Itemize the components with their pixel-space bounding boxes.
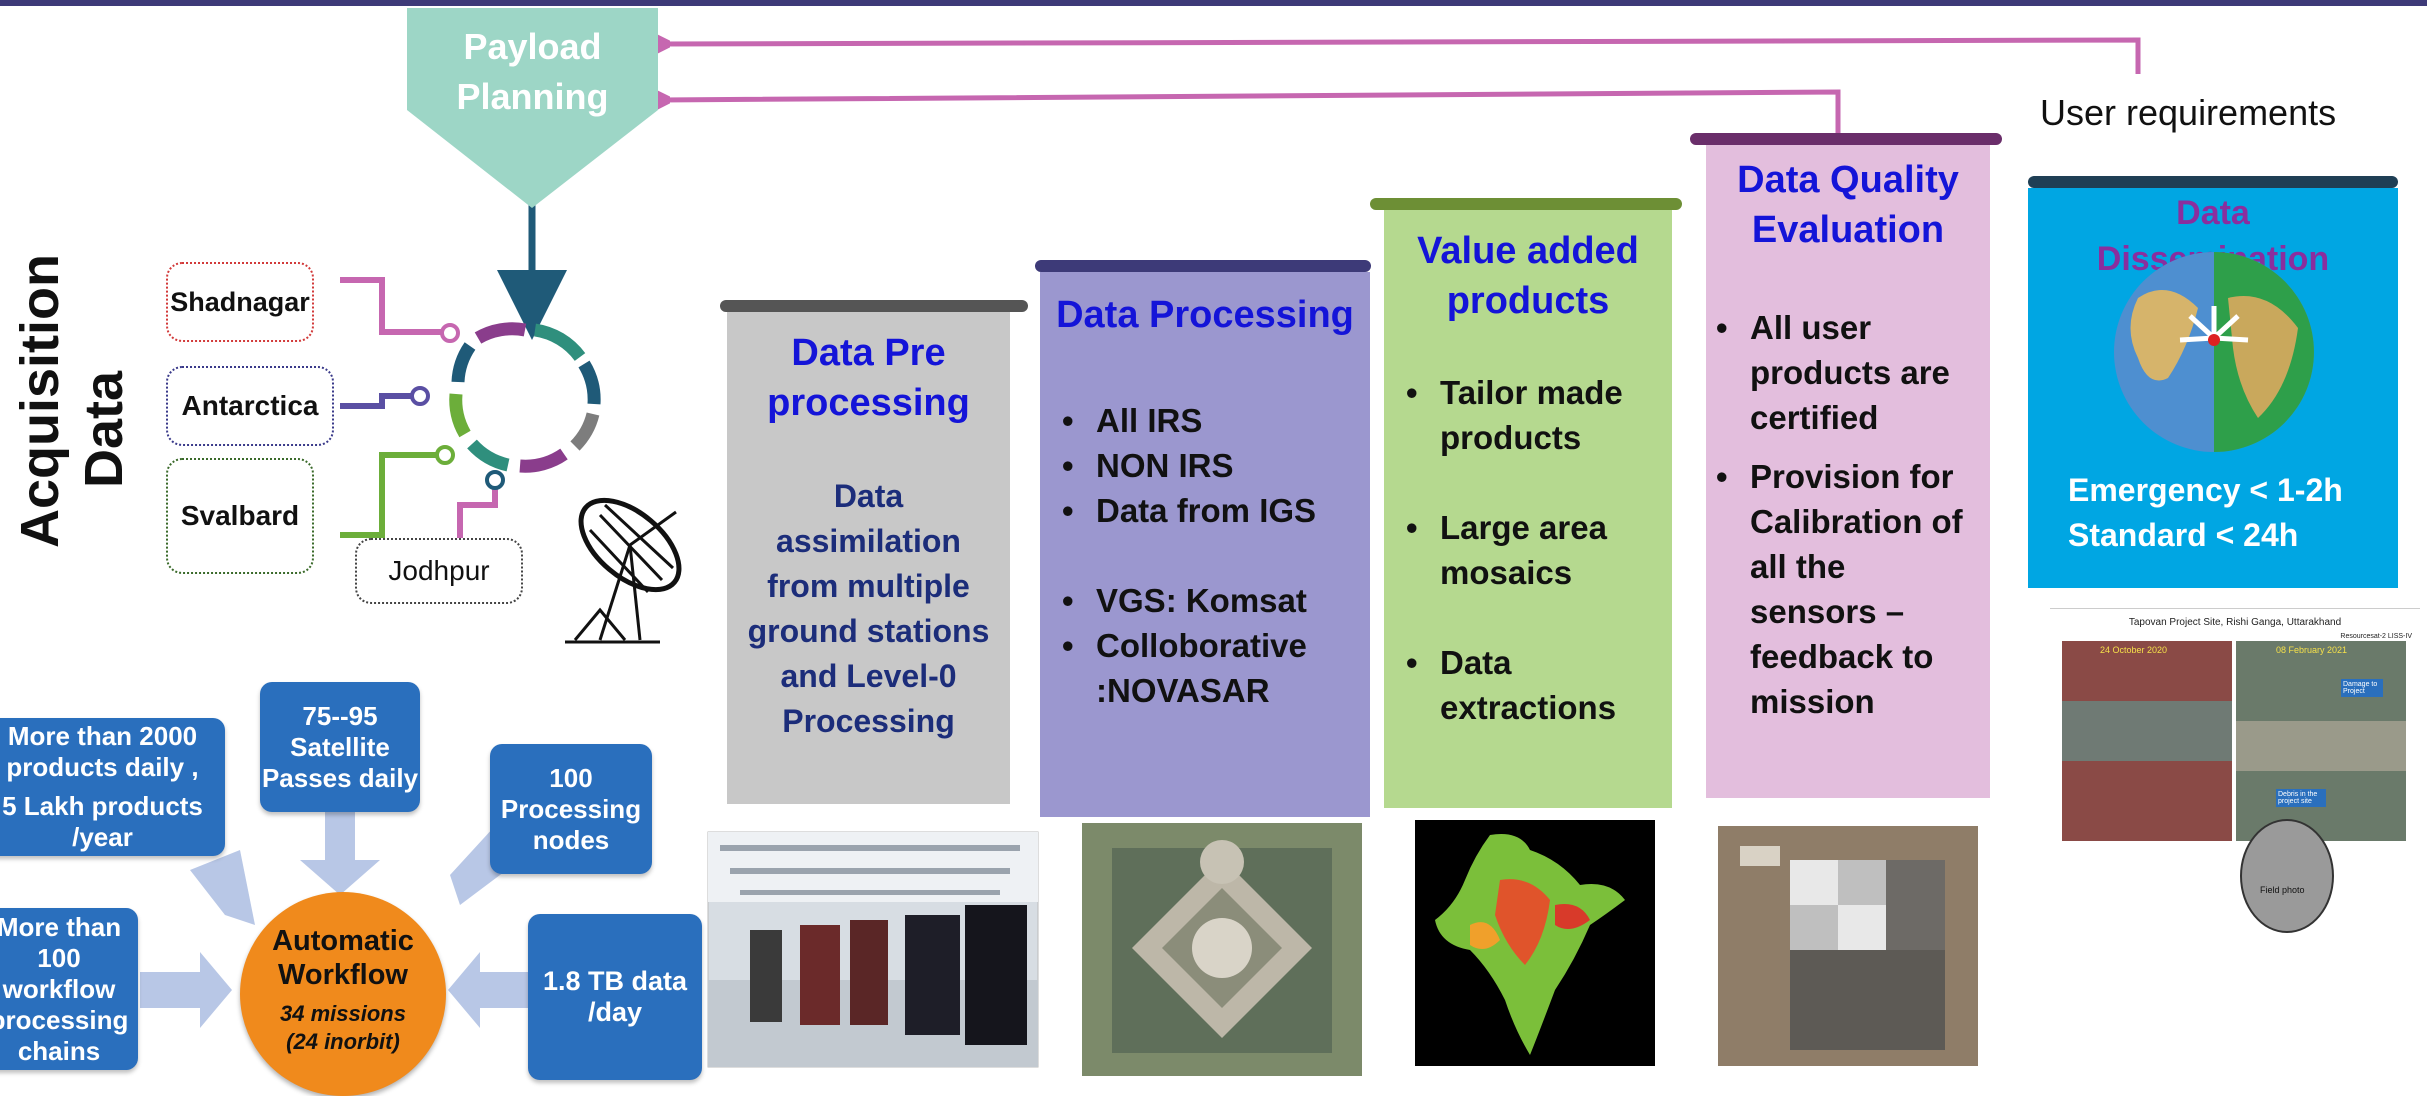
automatic-workflow-circle: Automatic Workflow 34 missions (24 inorb… — [240, 892, 446, 1096]
globe-icon — [2114, 252, 2314, 452]
products-daily-bubble: More than 2000 products daily , 5 Lakh p… — [0, 718, 225, 856]
satellite-passes-bubble: 75--95 Satellite Passes daily — [260, 682, 420, 812]
processing-cap — [1035, 260, 1371, 272]
value-added-cap — [1370, 198, 1682, 210]
user-requirements-label: User requirements — [2040, 92, 2337, 133]
tapovan-left-image: 24 October 2020 — [2062, 641, 2232, 841]
quality-column: Data Quality Evaluation All userproducts… — [1706, 145, 1990, 798]
top-accent-bar — [0, 0, 2427, 6]
dissemination-cap — [2028, 176, 2398, 188]
tapovan-map-title: Tapovan Project Site, Rishi Ganga, Uttar… — [2128, 617, 2342, 628]
tapovan-field-photo: Field photo — [2240, 819, 2334, 933]
station-svalbard: Svalbard — [166, 458, 314, 574]
value-added-column: Value added products Tailor madeproducts… — [1384, 210, 1672, 808]
tapovan-map-source: Resourcesat-2 LISS-IV — [2340, 633, 2412, 640]
preprocessing-body: Data assimilation from multiple ground s… — [747, 478, 990, 739]
station-shadnagar: Shadnagar — [166, 262, 314, 342]
station-jodhpur: Jodhpur — [355, 538, 523, 604]
dissemination-column: Data Dissemination Emergency < 1-2h Stan… — [2028, 188, 2398, 588]
processing-list-2: VGS: Komsat Colloborative :NOVASAR — [1058, 578, 1307, 713]
processing-column: Data Processing All IRS NON IRS Data fro… — [1040, 272, 1370, 817]
user-req-feedback-arrow — [660, 40, 2141, 74]
quality-cap — [1690, 133, 2002, 145]
tapovan-map-panel: Tapovan Project Site, Rishi Ganga, Uttar… — [2050, 608, 2420, 938]
payload-planning-label: Payload Planning — [456, 26, 609, 117]
quality-feedback-arrow — [660, 92, 1841, 136]
processing-list-1: All IRS NON IRS Data from IGS — [1058, 398, 1316, 533]
tb-per-day-bubble: 1.8 TB data /day — [528, 914, 702, 1080]
tapovan-right-image: 08 February 2021 Damage to Project Debri… — [2236, 641, 2406, 841]
station-antarctica: Antarctica — [166, 366, 334, 446]
preprocessing-cap — [720, 300, 1028, 312]
workflow-chains-bubble: More than 100 workflow processing chains — [0, 908, 138, 1070]
dissemination-times: Emergency < 1-2h Standard < 24h — [2068, 472, 2343, 553]
processing-nodes-bubble: 100 Processing nodes — [490, 744, 652, 874]
preprocessing-column: Data Pre processing Data assimilation fr… — [727, 312, 1010, 804]
station-ring — [449, 322, 601, 473]
